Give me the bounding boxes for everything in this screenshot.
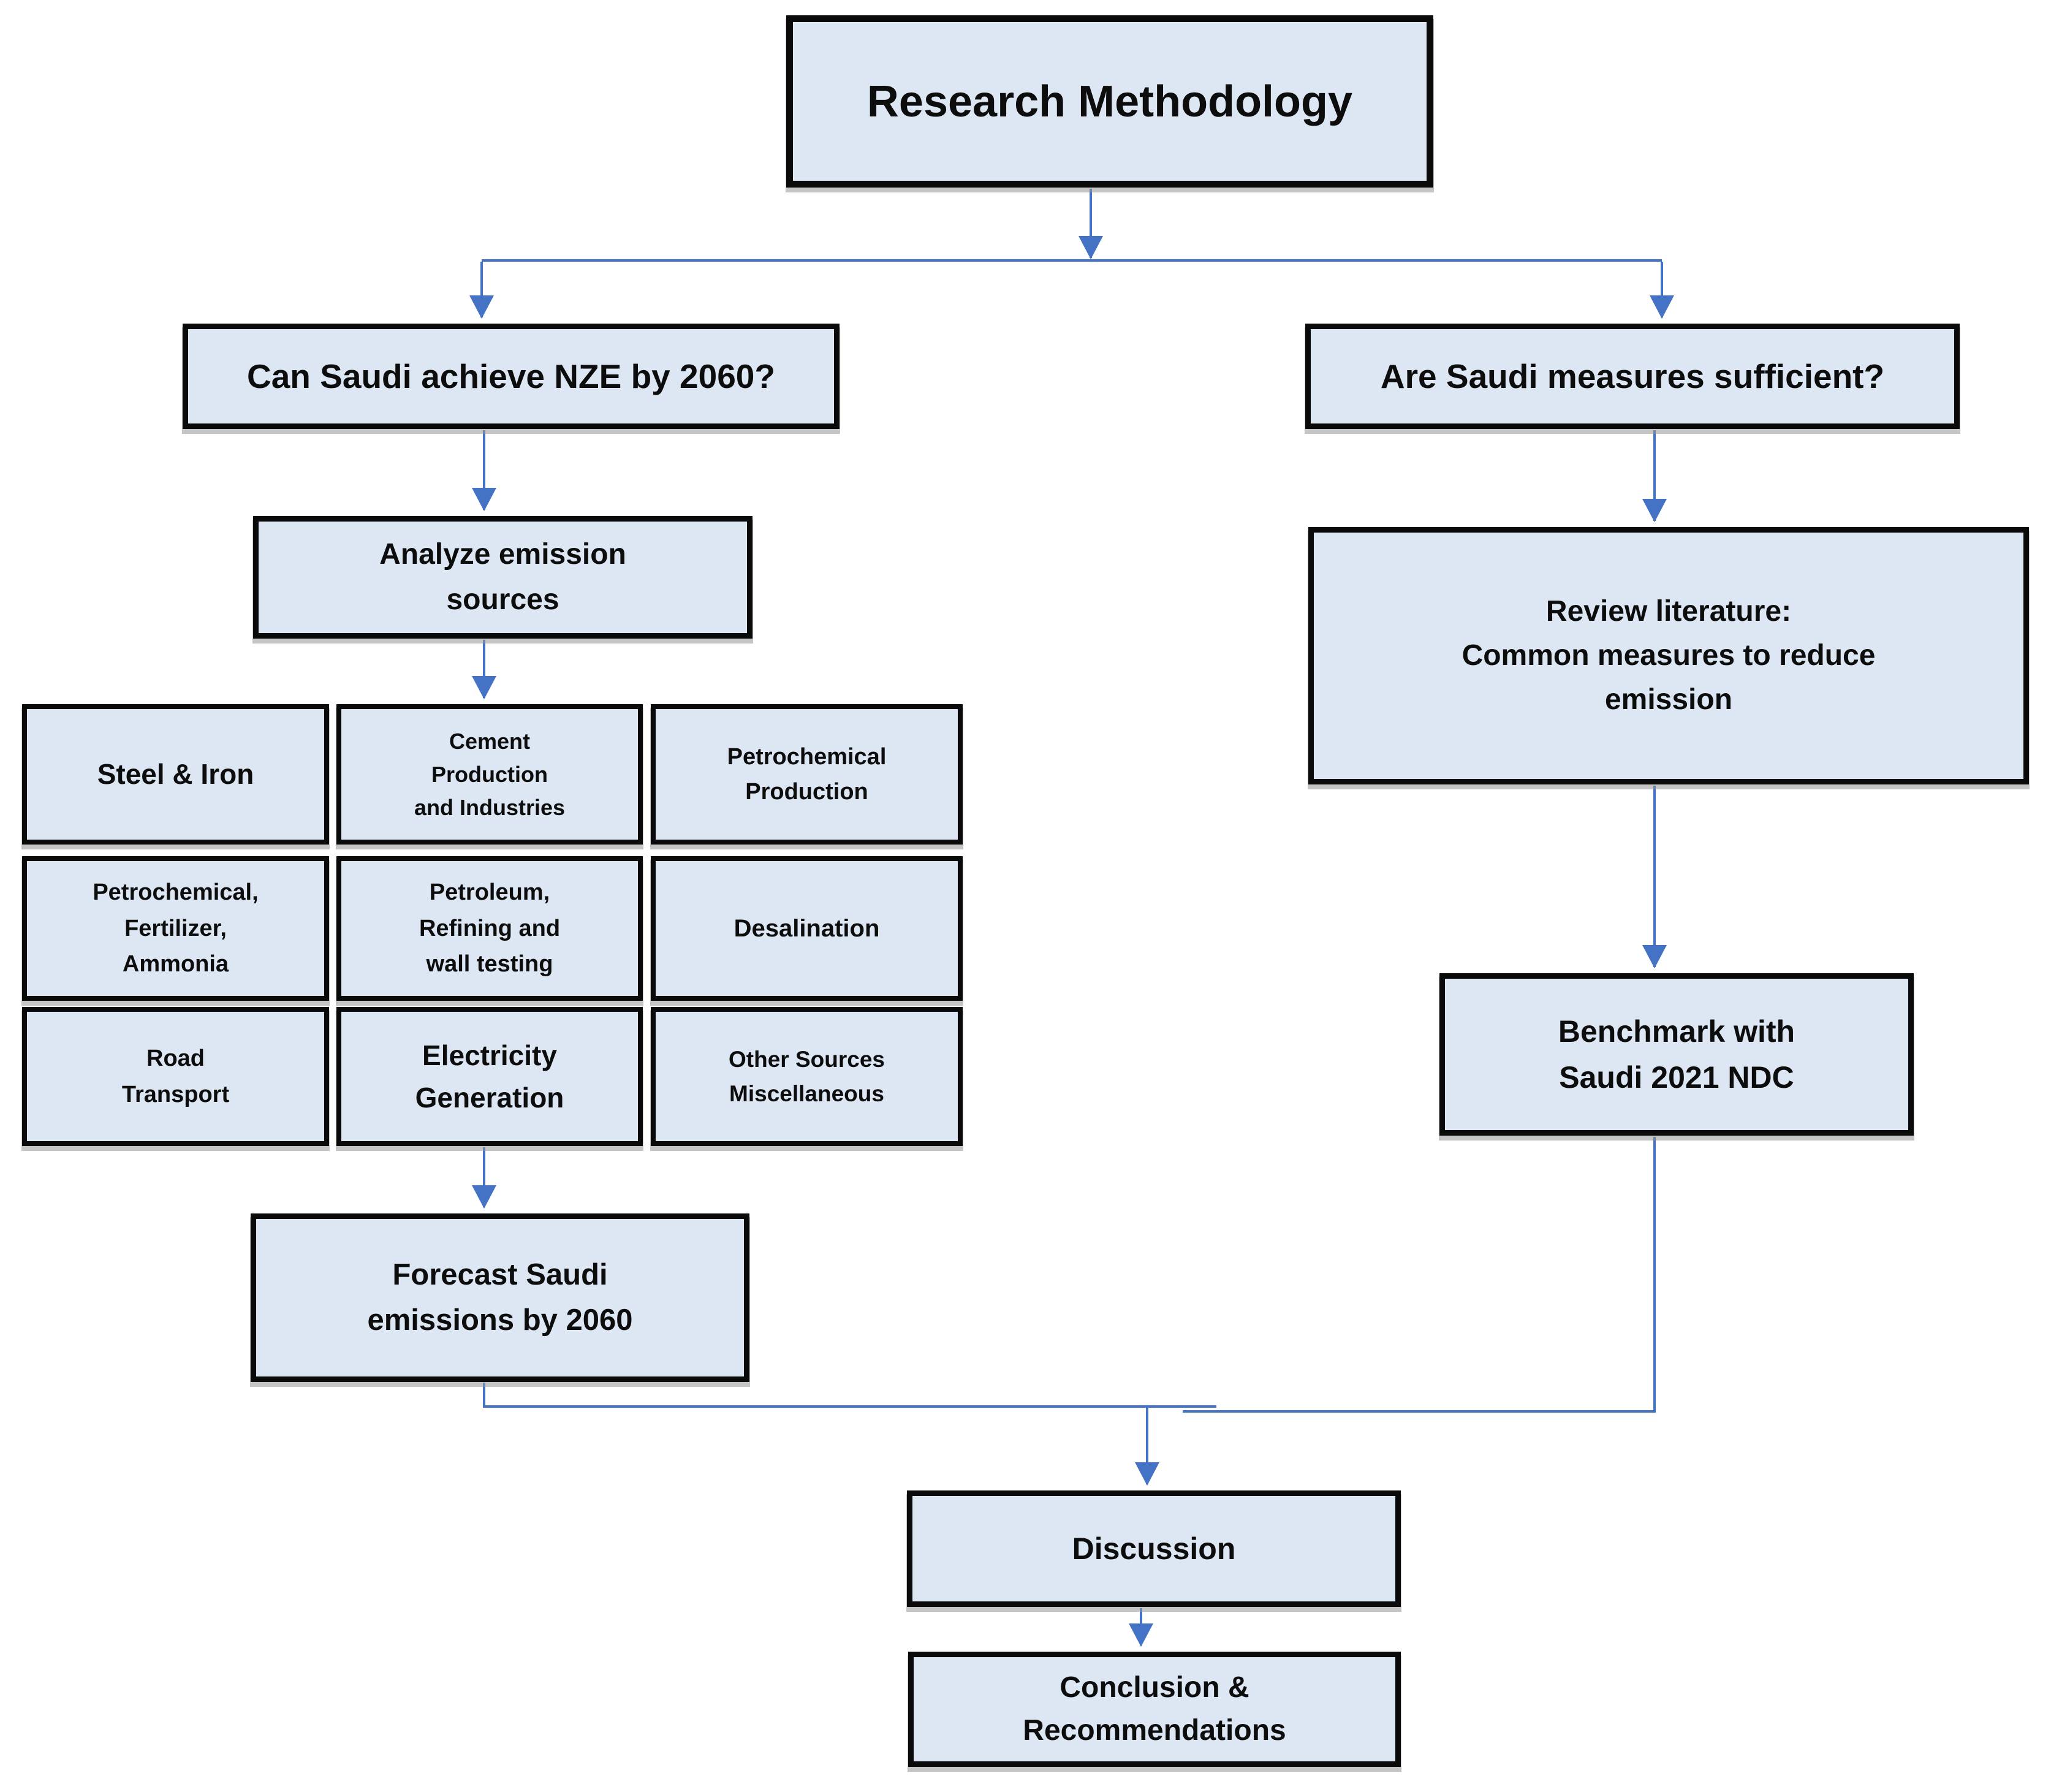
node-forecast-saudi-emissions: Forecast Saudi emissions by 2060 <box>251 1213 749 1382</box>
node-benchmark-saudi-ndc: Benchmark with Saudi 2021 NDC <box>1439 973 1914 1136</box>
node-source-cement-production: Cement Production and Industries <box>336 704 643 845</box>
node-source-desalination: Desalination <box>651 856 963 1001</box>
node-source-road-transport: Road Transport <box>22 1007 329 1146</box>
node-analyze-emission-sources: Analyze emission sources <box>253 516 753 639</box>
node-research-methodology: Research Methodology <box>786 15 1433 188</box>
node-source-petrochemical-production: Petrochemical Production <box>651 704 963 845</box>
connector-forecast-elbow <box>483 1383 1216 1408</box>
node-question-can-saudi-achieve-nze: Can Saudi achieve NZE by 2060? <box>183 324 840 429</box>
node-review-literature: Review literature: Common measures to re… <box>1308 527 2029 784</box>
node-source-petrochemical-fertilizer-ammonia: Petrochemical, Fertilizer, Ammonia <box>22 856 329 1001</box>
node-source-steel-iron: Steel & Iron <box>22 704 329 845</box>
node-question-are-measures-sufficient: Are Saudi measures sufficient? <box>1305 324 1960 429</box>
connector-benchmark-elbow <box>1183 1137 1656 1413</box>
node-source-other-miscellaneous: Other Sources Miscellaneous <box>651 1007 963 1146</box>
node-source-petroleum-refining: Petroleum, Refining and wall testing <box>336 856 643 1001</box>
node-discussion: Discussion <box>907 1490 1401 1607</box>
node-source-electricity-generation: Electricity Generation <box>336 1007 643 1146</box>
node-conclusion-recommendations: Conclusion & Recommendations <box>908 1652 1401 1767</box>
